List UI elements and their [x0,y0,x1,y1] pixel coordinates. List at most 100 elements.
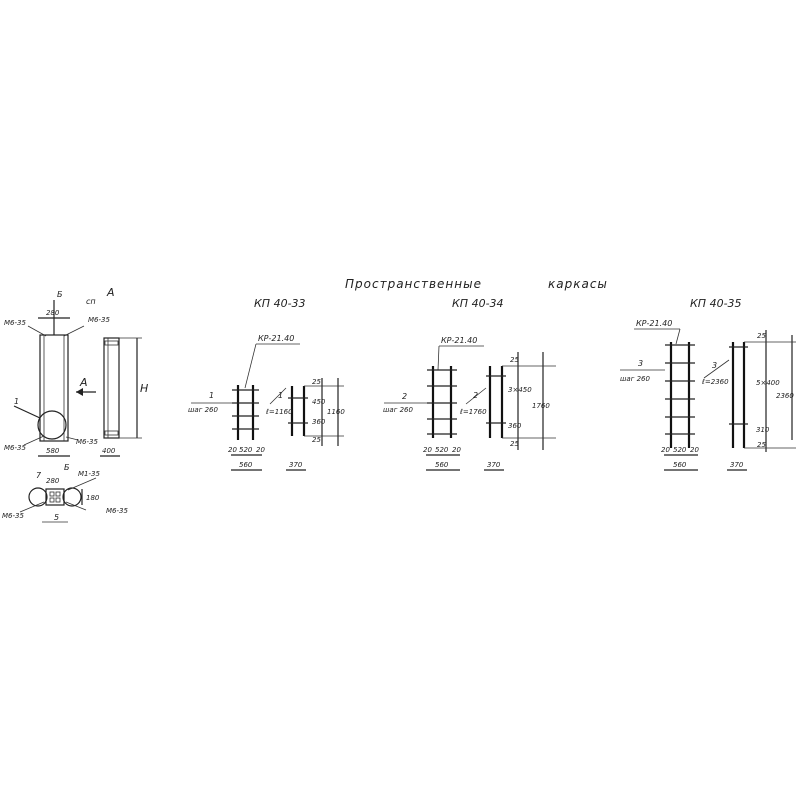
dim-20: 20 [256,446,265,454]
dim-370: 370 [487,461,501,469]
dim-20: 20 [423,446,432,454]
label-m1-35: М1-35 [78,470,100,478]
section-circle [28,487,48,507]
frame-kp-40-35: КП 40-35 КР-21.40 3 шаг 260 20 520 20 56… [620,297,796,471]
pos-label: 1 [209,391,214,400]
step-label: шаг 260 [620,375,651,383]
callout-7: 7 [36,471,42,480]
title-right: каркасы [548,277,608,291]
frame-kr-label: КР-21.40 [441,336,477,345]
dim-25: 25 [757,332,766,340]
leader-line [27,325,47,337]
leader-line [675,328,681,345]
dim-1760: 1760 [532,402,550,410]
dim-370: 370 [730,461,744,469]
frame-name: КП 40-35 [690,297,742,310]
length-label: ℓ=2360 [701,378,729,386]
dim-450: 450 [312,398,326,406]
callout-5: 5 [54,513,59,522]
dim-560: 560 [673,461,687,469]
dim-5x400: 5×400 [756,379,780,387]
dim-25: 25 [312,436,321,444]
step-label: шаг 260 [383,406,414,414]
leader-line [244,343,257,389]
dim-2360: 2360 [776,392,794,400]
pos-label: 3 [638,359,643,368]
dim-20: 20 [228,446,237,454]
detail-circle [37,410,67,440]
frame-name: КП 40-34 [452,297,504,310]
length-label: ℓ=1760 [459,408,487,416]
leader-line [63,325,85,337]
column-side [103,337,120,439]
section-b-label: Б [64,463,70,472]
dim-3x450: 3×450 [508,386,532,394]
dim-360: 360 [508,422,522,430]
callout-1: 1 [14,397,19,406]
frame-kp-40-33: КП 40-33 КР-21.40 1 шаг 260 20 520 20 56… [188,297,345,471]
dim-20: 20 [661,446,670,454]
label-m6-35: М6-35 [2,512,24,520]
section-bar [55,497,61,503]
pos-side-label: 1 [278,391,283,400]
leader-line [465,387,487,405]
dim-580: 580 [46,447,60,455]
dim-180: 180 [86,494,100,502]
leader-line [67,477,97,491]
arrow-a-label: А [79,376,88,389]
pos-side-label: 2 [473,391,478,400]
label-m6-35: М6-35 [106,507,128,515]
step-label: шаг 260 [188,406,219,414]
frame-kr-label: КР-21.40 [636,319,672,328]
label-m6-35: М6-35 [4,444,26,452]
leader-line [269,387,287,405]
dim-20: 20 [690,446,699,454]
dim-h: Н [140,382,148,395]
section-bar [49,491,55,497]
label-m6-35: М6-35 [88,316,110,324]
dim-360: 360 [312,418,326,426]
dim-370: 370 [289,461,303,469]
dim-25: 25 [757,441,766,449]
embed-plate [104,430,119,436]
leader-line [19,501,45,513]
dim-20: 20 [452,446,461,454]
label-m6-35: М6-35 [4,319,26,327]
dim-25: 25 [510,356,519,364]
embed-plate [104,340,119,346]
section-body [45,488,65,506]
dim-25: 25 [510,440,519,448]
mark-a: А [106,286,115,299]
dim-25: 25 [312,378,321,386]
pos-side-label: 3 [712,361,717,370]
dim-1160: 1160 [327,408,345,416]
frame-name: КП 40-33 [254,297,306,310]
leader-line [65,501,87,511]
section-bar [55,491,61,497]
dim-400: 400 [102,447,116,455]
leader-line [65,436,79,441]
dim-280-b: 280 [46,477,60,485]
leader-line [703,359,730,379]
title-left: Пространственные [345,277,482,291]
dim-520: 520 [673,446,687,454]
arrow-a-icon [76,388,83,396]
pos-label: 2 [402,392,407,401]
section-circle [62,487,82,507]
dim-280-top: 280 [46,309,60,317]
dim-520: 520 [239,446,253,454]
dim-310: 310 [756,426,770,434]
section-bar [49,497,55,503]
left-detail: Б сп А М6-35 280 М6-35 1 А Н М6-35 М6-35… [2,286,148,523]
leader-line [23,435,45,446]
frame-kr-label: КР-21.40 [258,334,294,343]
mark-b-top: Б [57,290,63,299]
label-m6-35: М6-35 [76,438,98,446]
dim-560: 560 [435,461,449,469]
leader-line [437,345,440,371]
dim-560: 560 [239,461,253,469]
frame-kp-40-34: КП 40-34 КР-21.40 2 шаг 260 20 520 20 56… [383,297,556,471]
length-label: ℓ=1160 [265,408,293,416]
